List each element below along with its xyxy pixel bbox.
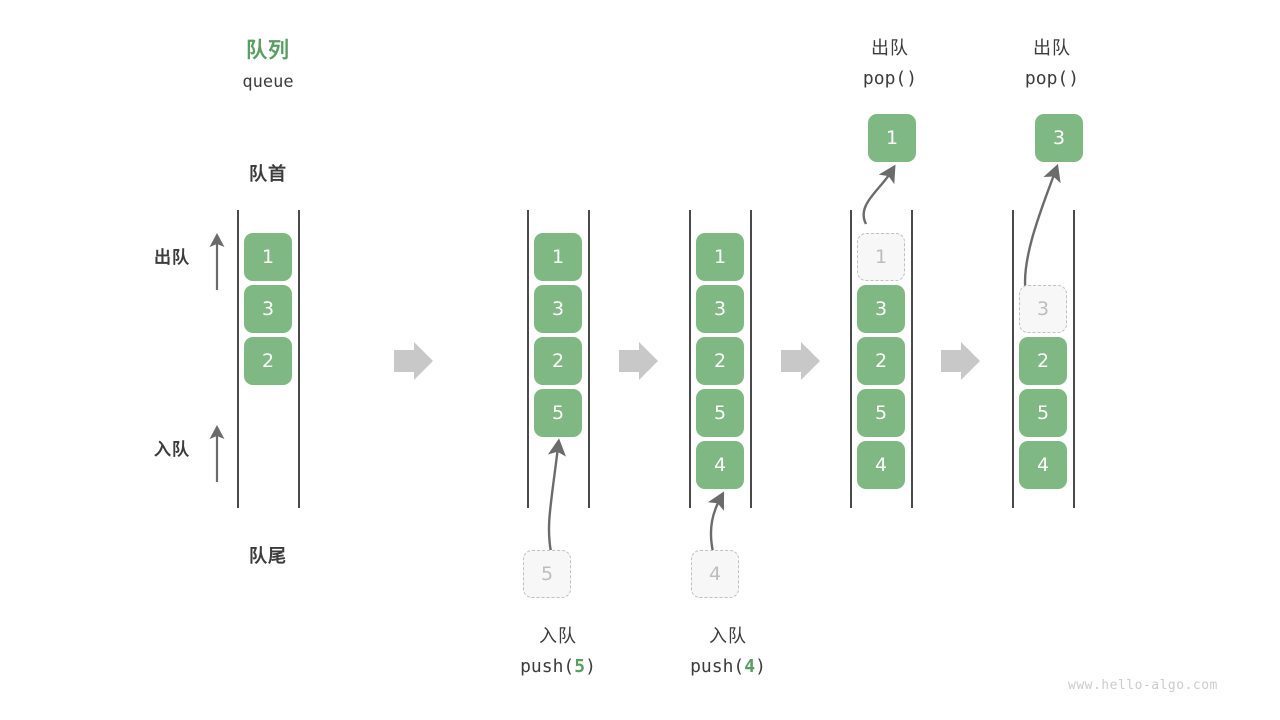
queue-cell: 2 (244, 337, 292, 385)
queue-cell-removed: 3 (1019, 285, 1067, 333)
queue-rail-left (237, 210, 239, 508)
page-subtitle: queue (242, 72, 294, 92)
op-code-suffix: ) (755, 656, 766, 677)
queue-cell-new: 4 (696, 441, 744, 489)
queue-cell: 1 (696, 233, 744, 281)
operation-label-code: pop() (1024, 68, 1080, 89)
push-flow-arrow (547, 438, 567, 553)
operation-label-cn: 入队 (539, 626, 577, 647)
queue-rail-right (750, 210, 752, 508)
queue-rail-left (689, 210, 691, 508)
queue-cell-new: 5 (534, 389, 582, 437)
page-title: 队列 (246, 38, 290, 62)
queue-cell: 3 (534, 285, 582, 333)
queue-cell: 3 (857, 285, 905, 333)
queue-front-label: 队首 (249, 164, 287, 185)
queue-rail-right (298, 210, 300, 508)
transition-arrow (781, 342, 820, 380)
queue-cell: 2 (857, 337, 905, 385)
queue-rail-left (527, 210, 529, 508)
queue-rear-label: 队尾 (249, 546, 287, 567)
queue-cell: 5 (1019, 389, 1067, 437)
queue-cell: 3 (696, 285, 744, 333)
queue-rail-right (588, 210, 590, 508)
op-code-prefix: push( (520, 656, 575, 677)
queue-rail-right (1073, 210, 1075, 508)
queue-cell: 4 (1019, 441, 1067, 489)
transition-arrow (394, 342, 433, 380)
popped-element: 3 (1035, 114, 1083, 162)
queue-cell-removed: 1 (857, 233, 905, 281)
operation-label-code: pop() (862, 68, 918, 89)
operation-label-cn: 出队 (1033, 38, 1071, 59)
op-code-argument: 5 (574, 656, 586, 677)
queue-cell: 5 (857, 389, 905, 437)
queue-cell: 2 (534, 337, 582, 385)
operation-label-cn: 出队 (871, 38, 909, 59)
pop-flow-arrow (862, 164, 896, 225)
queue-cell: 2 (1019, 337, 1067, 385)
queue-cell: 1 (244, 233, 292, 281)
queue-cell: 4 (857, 441, 905, 489)
queue-cell: 3 (244, 285, 292, 333)
queue-cell: 2 (696, 337, 744, 385)
enqueue-side-label: 入队 (154, 440, 190, 460)
transition-arrow (619, 342, 658, 380)
dequeue-side-label: 出队 (154, 248, 190, 268)
incoming-element-ghost: 4 (691, 550, 739, 598)
push-flow-arrow (707, 491, 725, 553)
incoming-element-ghost: 5 (523, 550, 571, 598)
operation-label-code: push(4) (648, 656, 808, 677)
pop-flow-arrow (1023, 163, 1061, 295)
op-code-prefix: push( (690, 656, 745, 677)
queue-cell: 5 (696, 389, 744, 437)
queue-cell: 1 (534, 233, 582, 281)
queue-rail-left (850, 210, 852, 508)
op-code-argument: 4 (744, 656, 756, 677)
operation-label-code: push(5) (478, 656, 638, 677)
watermark: www.hello-algo.com (1068, 678, 1218, 693)
op-code-suffix: ) (585, 656, 596, 677)
popped-element: 1 (868, 114, 916, 162)
transition-arrow (941, 342, 980, 380)
operation-label-cn: 入队 (709, 626, 747, 647)
queue-rail-left (1012, 210, 1014, 508)
queue-rail-right (911, 210, 913, 508)
